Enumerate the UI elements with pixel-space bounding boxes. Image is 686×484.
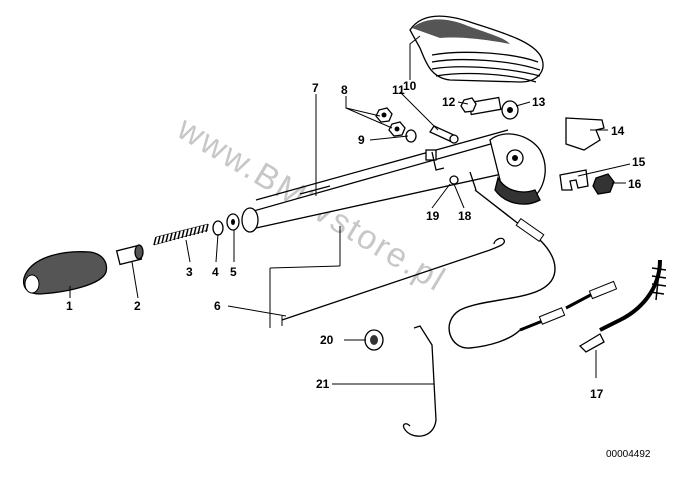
part-grip [22, 251, 108, 295]
part-boot [409, 15, 544, 83]
part-bolt [460, 96, 519, 120]
callout-5: 5 [230, 265, 237, 279]
callout-10: 10 [403, 79, 417, 93]
callout-18: 18 [458, 209, 472, 223]
part-link [469, 171, 477, 191]
part-cable-end [578, 259, 667, 353]
callout-17: 17 [590, 387, 604, 401]
callout-4: 4 [212, 265, 219, 279]
callout-13: 13 [532, 95, 546, 109]
callout-1: 1 [66, 299, 73, 313]
part-bracket [402, 325, 437, 437]
callout-21: 21 [316, 377, 330, 391]
callout-11: 11 [392, 83, 405, 97]
part-push-rod [281, 237, 506, 326]
part-sleeve [115, 244, 144, 266]
part-washer-4 [212, 220, 224, 236]
callout-14: 14 [611, 124, 625, 138]
callout-6: 6 [214, 299, 221, 313]
callout-15: 15 [632, 155, 646, 169]
part-bush [364, 329, 384, 351]
callout-12: 12 [442, 95, 456, 109]
part-lever [241, 129, 546, 233]
part-cables [448, 189, 618, 349]
callout-8: 8 [341, 83, 348, 97]
diagram-code: 00004492 [606, 449, 651, 460]
callout-9: 9 [358, 133, 365, 147]
part-clip [565, 117, 605, 151]
callout-7: 7 [312, 81, 319, 95]
part-pin [429, 125, 459, 144]
callout-2: 2 [134, 299, 141, 313]
part-nuts [375, 107, 417, 143]
callout-16: 16 [628, 177, 642, 191]
callout-20: 20 [320, 333, 334, 347]
part-spring-washer [449, 175, 459, 185]
part-spring [153, 223, 209, 246]
leader-lines [69, 35, 631, 385]
callout-3: 3 [186, 265, 193, 279]
callout-19: 19 [426, 209, 440, 223]
